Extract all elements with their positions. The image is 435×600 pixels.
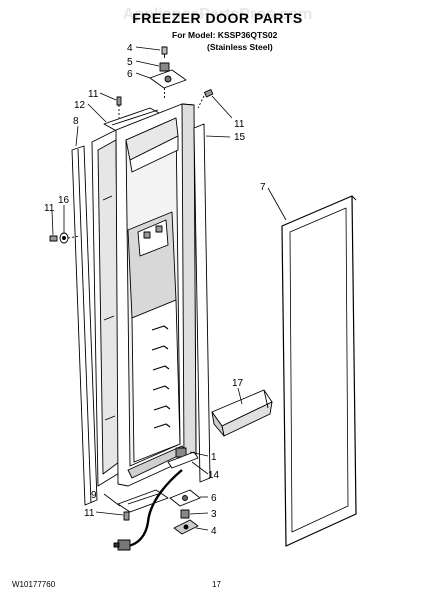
model-line: For Model: KSSP36QTS02 (172, 30, 278, 40)
bottom-hinge-3 (180, 509, 190, 519)
leader-lines (51, 46, 287, 531)
callout-11-side: 11 (44, 203, 55, 214)
bottom-hinge-hardware (167, 447, 199, 469)
callout-4-top: 4 (127, 43, 133, 54)
finish-line: (Stainless Steel) (207, 42, 273, 52)
part-15-right-trim (193, 123, 211, 483)
callout-9: 9 (91, 490, 97, 501)
watermark: AppliancePartsPros.com (122, 6, 313, 23)
callout-16: 16 (58, 195, 70, 206)
door-frame (115, 103, 197, 487)
side-screw-16 (49, 232, 81, 244)
callout-3: 3 (211, 509, 217, 520)
callout-14: 14 (208, 470, 220, 481)
page-number: 17 (212, 580, 221, 589)
screw-11-top-right (197, 89, 214, 109)
callout-6-top: 6 (127, 69, 133, 80)
bottom-hinge-4 (173, 519, 199, 535)
doc-number: W10177760 (12, 580, 56, 589)
callout-1: 1 (211, 452, 217, 463)
callout-4-bottom: 4 (211, 526, 217, 537)
callout-7: 7 (260, 182, 266, 193)
part-17-shelf-bin (211, 389, 273, 437)
callout-labels: 4 5 6 11 12 8 11 15 16 11 7 17 1 14 9 6 … (44, 43, 266, 537)
callout-15: 15 (234, 132, 246, 143)
top-hinge-hardware (149, 46, 187, 100)
callout-11-top-right: 11 (234, 119, 245, 130)
part-7-door-gasket (281, 195, 357, 547)
callout-8: 8 (73, 116, 79, 127)
bottom-hinge-6 (169, 489, 201, 507)
callout-12: 12 (74, 100, 86, 111)
screw-11-bottom (123, 511, 130, 521)
bottom-bracket (117, 489, 169, 513)
part-9-liner-panel (91, 127, 125, 487)
callout-6-bottom: 6 (211, 493, 217, 504)
screw-11-top-left (116, 96, 122, 118)
callout-11-top-left: 11 (88, 89, 99, 100)
callout-17: 17 (232, 378, 244, 389)
wire-harness (113, 469, 183, 551)
callout-11-bottom: 11 (84, 508, 95, 519)
part-8-left-trim (71, 145, 98, 506)
callout-5: 5 (127, 57, 133, 68)
page-title: FREEZER DOOR PARTS (132, 10, 303, 26)
